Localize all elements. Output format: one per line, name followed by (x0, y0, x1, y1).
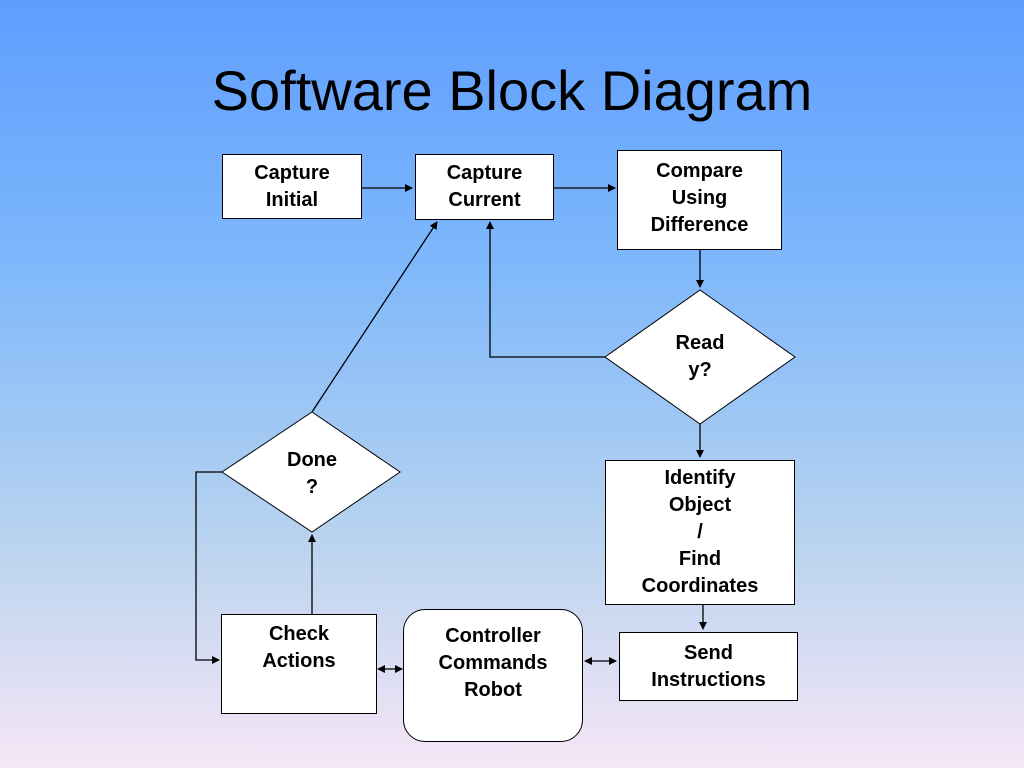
arrow-done-yes-to-current (311, 221, 438, 413)
slide-title: Software Block Diagram (211, 59, 813, 122)
compare-difference-box: Compare Using Difference (617, 150, 782, 250)
ready-decision-label: Read y? (675, 332, 725, 381)
done-decision-label: Done ? (287, 449, 337, 498)
done-decision-diamond (221, 411, 401, 533)
controller-commands-robot-box: Controller Commands Robot (403, 609, 583, 742)
send-instructions-box: Send Instructions (619, 632, 798, 701)
arrow-done-no-to-check (195, 471, 222, 664)
identify-object-box: Identify Object / Find Coordinates (605, 460, 795, 605)
capture-initial-box: Capture Initial (222, 154, 362, 219)
capture-current-box: Capture Current (415, 154, 554, 220)
check-actions-box: Check Actions (221, 614, 377, 714)
arrow-ready-no-to-current (486, 221, 605, 358)
